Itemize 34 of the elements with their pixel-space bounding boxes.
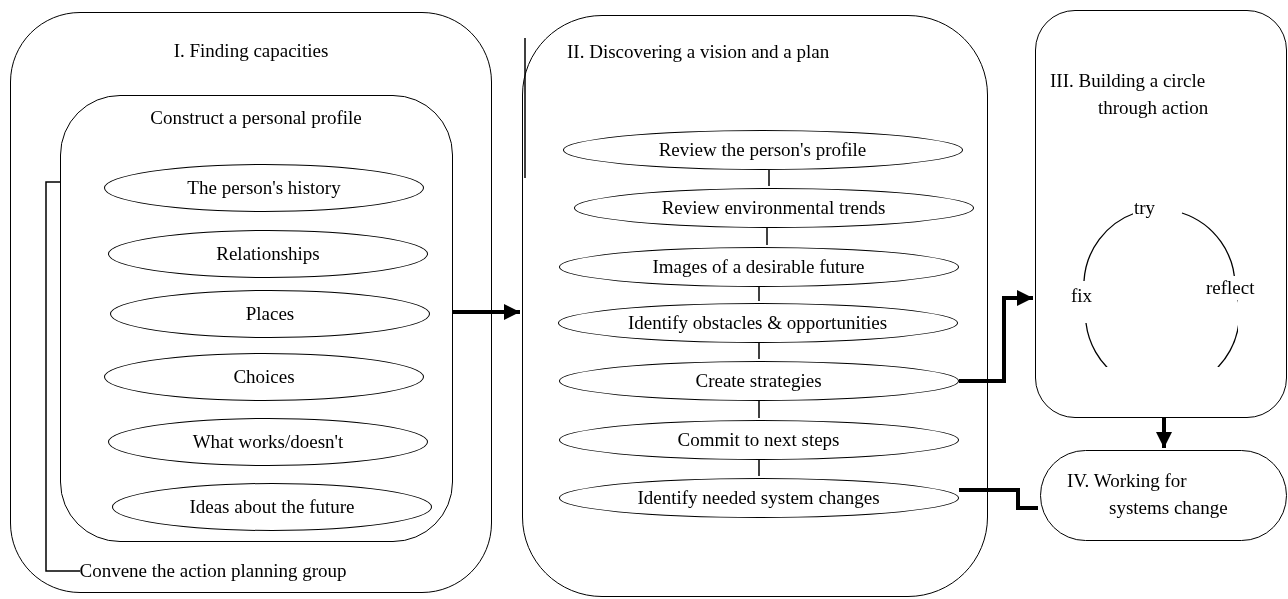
step-label: Commit to next steps [677,427,840,452]
panel-title: IV. Working for systems change [1067,469,1229,520]
stage-panel [522,15,988,597]
step-label: Review environmental trends [661,195,886,220]
connector-line [758,459,760,477]
stage-panel [10,12,492,593]
connector-line [766,227,768,246]
connector-line [758,342,760,360]
connector-line [758,286,760,302]
step-label: What works/doesn't [192,430,344,454]
step-label: Review the person's profile [658,137,867,162]
panel-title: Construct a personal profile [150,105,362,130]
cycle-step-label: reflect [1205,276,1256,300]
panel-title: II. Discovering a vision and a plan [567,40,830,64]
stage-panel [59,94,453,542]
arrow [1156,418,1172,448]
step-label: Identify needed system changes [637,485,880,510]
step-label: Choices [233,365,295,389]
step-label: Convene the action planning group [79,558,347,583]
step-label: Images of a desirable future [652,254,865,279]
step-label: Places [245,302,295,326]
connector-line [959,488,1038,510]
connector-line [45,181,81,572]
step-label: The person's history [187,176,341,200]
panel-title: III. Building a circle through action [1050,69,1210,120]
step-label: Relationships [216,242,320,266]
step-label: Identify obstacles & opportunities [627,310,888,335]
step-label: Create strategies [695,368,822,393]
connector-line [768,169,770,187]
arrow [959,290,1033,383]
step-label: Ideas about the future [189,495,355,519]
panel-title: I. Finding capacities [173,39,329,63]
arrow [453,304,520,320]
connector-line [758,400,760,419]
